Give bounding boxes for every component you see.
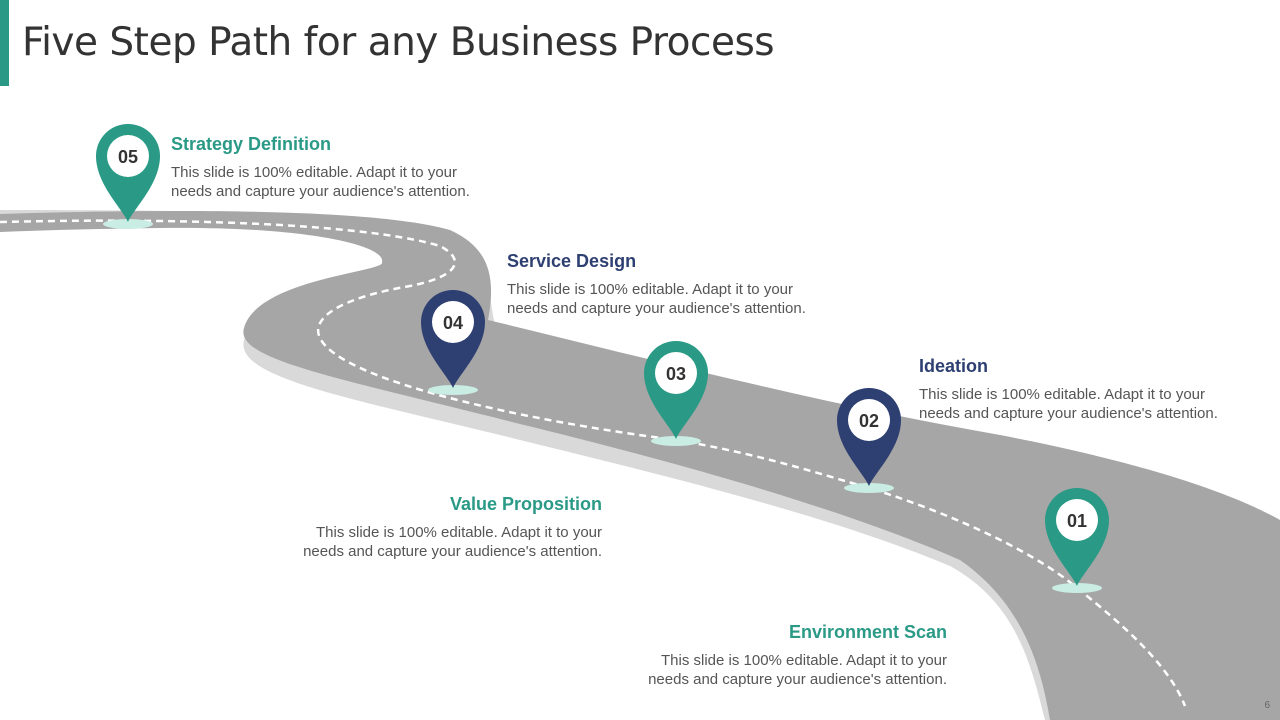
step-description-value-proposition: This slide is 100% editable. Adapt it to… — [303, 524, 602, 560]
step-text-03: Value Proposition This slide is 100% edi… — [282, 494, 602, 561]
step-text-04: Service Design This slide is 100% editab… — [507, 251, 827, 318]
step-text-02: Ideation This slide is 100% editable. Ad… — [919, 356, 1239, 423]
step-title-value-proposition: Value Proposition — [449, 494, 602, 514]
step-title-ideation: Ideation — [919, 356, 989, 376]
step-pin-03: 03 — [644, 341, 708, 446]
step-title-environment-scan: Environment Scan — [788, 622, 947, 642]
pin-shadow — [1052, 583, 1102, 593]
step-description-strategy-definition: This slide is 100% editable. Adapt it to… — [171, 164, 470, 200]
pin-shadow — [103, 219, 153, 229]
pin-shadow — [844, 483, 894, 493]
step-pin-02: 02 — [837, 388, 901, 493]
road-center-line — [0, 219, 1187, 707]
step-title-service-design: Service Design — [507, 251, 637, 271]
pin-inner-circle — [1056, 499, 1098, 541]
step-pin-01: 01 — [1045, 488, 1109, 593]
pin-inner-circle — [655, 352, 697, 394]
step-number-label: 03 — [666, 364, 686, 384]
step-pin-04: 04 — [421, 290, 485, 395]
pin-shadow — [651, 436, 701, 446]
pin-layer: 01 02 03 04 05 — [96, 124, 1109, 593]
pin-shadow — [428, 385, 478, 395]
slide-title: Five Step Path for any Business Process — [22, 20, 775, 65]
step-pin-05: 05 — [96, 124, 160, 229]
step-description-environment-scan: This slide is 100% editable. Adapt it to… — [648, 652, 947, 688]
step-description-ideation: This slide is 100% editable. Adapt it to… — [919, 386, 1218, 422]
pin-inner-circle — [432, 301, 474, 343]
step-number-label: 05 — [118, 147, 138, 167]
pin-inner-circle — [107, 135, 149, 177]
step-number-label: 04 — [443, 313, 463, 333]
step-text-01: Environment Scan This slide is 100% edit… — [627, 622, 947, 689]
road-surface — [0, 211, 1280, 720]
step-number-label: 01 — [1067, 511, 1087, 531]
step-description-service-design: This slide is 100% editable. Adapt it to… — [507, 281, 806, 317]
step-text-05: Strategy Definition This slide is 100% e… — [171, 134, 491, 201]
step-title-strategy-definition: Strategy Definition — [171, 134, 332, 154]
title-accent-bar — [0, 0, 9, 86]
page-number: 6 — [1264, 700, 1270, 711]
pin-inner-circle — [848, 399, 890, 441]
step-number-label: 02 — [859, 411, 879, 431]
